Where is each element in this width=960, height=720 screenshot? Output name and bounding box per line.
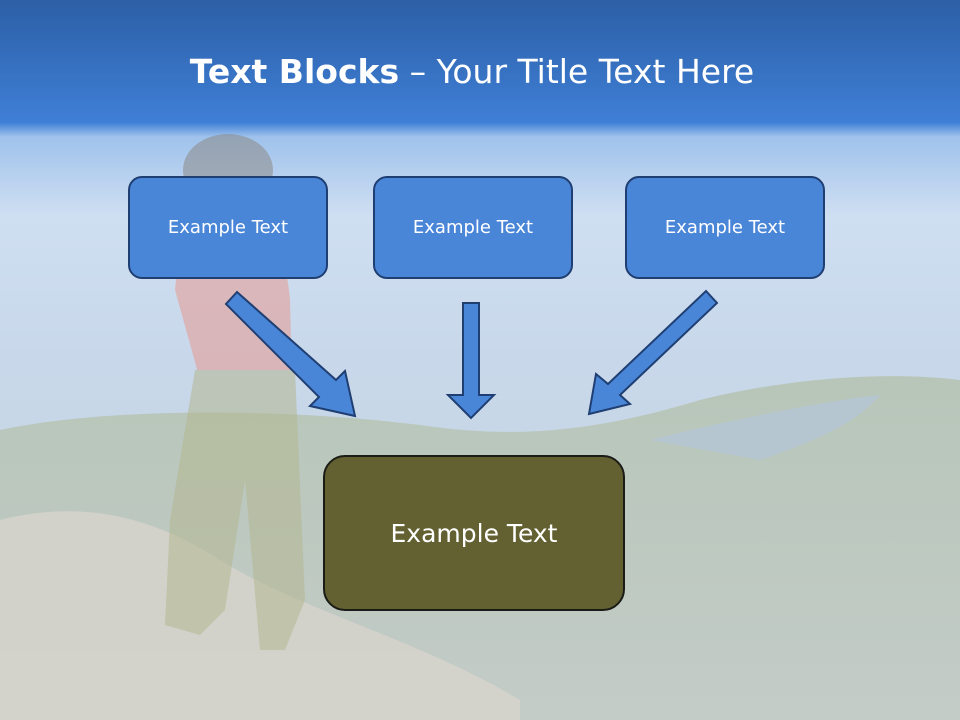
target-block: Example Text: [323, 455, 625, 611]
block-right: Example Text: [625, 176, 825, 279]
arrow-left: [224, 290, 357, 418]
block-center-label: Example Text: [412, 217, 534, 238]
block-right-label: Example Text: [664, 217, 786, 238]
slide-title: Text Blocks – Your Title Text Here: [0, 52, 944, 91]
block-left: Example Text: [128, 176, 328, 279]
arrow-center: [445, 302, 497, 420]
title-dash: –: [399, 52, 437, 91]
block-center: Example Text: [373, 176, 573, 279]
title-rest: Your Title Text Here: [436, 52, 755, 91]
block-left-label: Example Text: [167, 217, 289, 238]
arrow-right: [587, 289, 719, 416]
target-block-label: Example Text: [390, 518, 558, 548]
title-bold: Text Blocks: [189, 52, 400, 91]
